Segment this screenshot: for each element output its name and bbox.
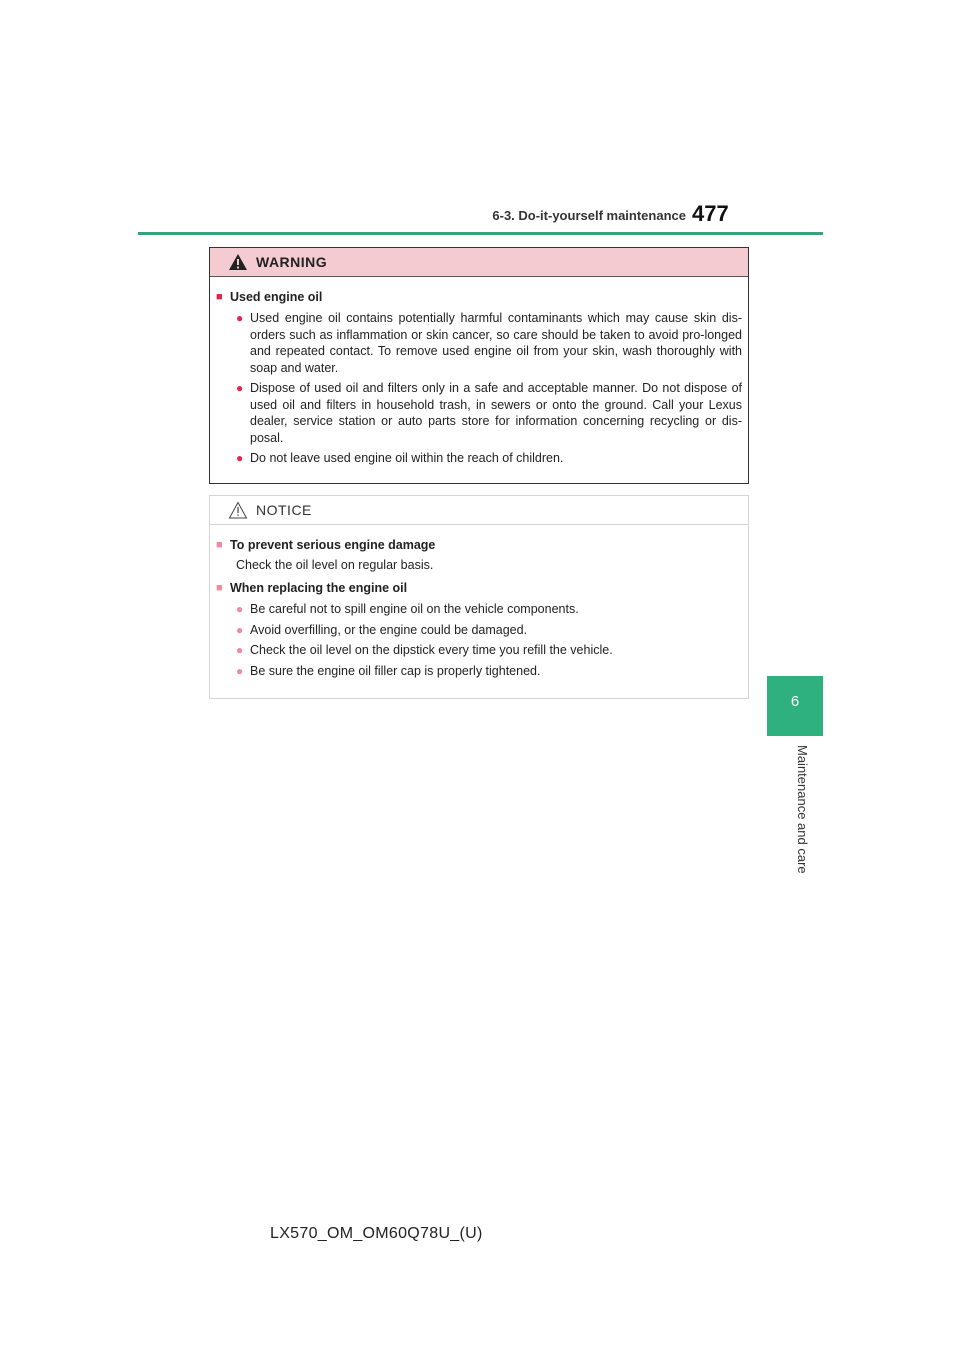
- notice-text: Check the oil level on regular basis.: [236, 558, 434, 572]
- warning-header: WARNING: [210, 248, 748, 277]
- circle-bullet-icon: ●: [236, 663, 244, 678]
- circle-bullet-icon: ●: [236, 381, 244, 395]
- notice-heading-1: ■ To prevent serious engine damage: [216, 538, 436, 552]
- circle-bullet-icon: ●: [236, 622, 244, 637]
- header-divider: [138, 232, 823, 235]
- notice-header: NOTICE: [210, 496, 748, 525]
- warning-box: WARNING ■ Used engine oil ● Used engine …: [209, 247, 749, 484]
- document-code: LX570_OM_OM60Q78U_(U): [270, 1225, 483, 1242]
- notice-box: NOTICE ■ To prevent serious engine damag…: [209, 495, 749, 699]
- circle-bullet-icon: ●: [236, 451, 244, 465]
- chapter-title: Maintenance and care: [795, 745, 810, 874]
- caution-triangle-icon: [228, 501, 248, 519]
- page-number: 477: [692, 201, 729, 226]
- notice-heading-2: ■ When replacing the engine oil: [216, 581, 408, 595]
- square-bullet-icon: ■: [216, 539, 223, 551]
- square-bullet-icon: ■: [216, 291, 223, 303]
- warning-label: WARNING: [256, 254, 328, 270]
- list-item: ● Be careful not to spill engine oil on …: [236, 602, 579, 616]
- list-item: ● Do not leave used engine oil within th…: [236, 451, 564, 465]
- square-bullet-icon: ■: [216, 582, 223, 594]
- list-item: ● Dispose of used oil and filters only i…: [236, 381, 742, 445]
- warning-triangle-icon: [229, 254, 247, 270]
- list-item: ● Be sure the engine oil filler cap is p…: [236, 663, 541, 678]
- warning-heading-text: Used engine oil: [230, 290, 323, 304]
- circle-bullet-icon: ●: [236, 311, 244, 325]
- chapter-tab: 6: [767, 676, 823, 736]
- warning-heading: ■ Used engine oil: [216, 289, 742, 306]
- header-section-title: 6-3. Do-it-yourself maintenance: [492, 208, 686, 223]
- notice-label: NOTICE: [256, 502, 312, 518]
- list-item: ● Used engine oil contains potentially h…: [236, 311, 742, 375]
- circle-bullet-icon: ●: [236, 602, 244, 616]
- list-item: ● Check the oil level on the dipstick ev…: [236, 643, 613, 657]
- circle-bullet-icon: ●: [236, 643, 244, 657]
- list-item: ● Avoid overfilling, or the engine could…: [236, 622, 528, 637]
